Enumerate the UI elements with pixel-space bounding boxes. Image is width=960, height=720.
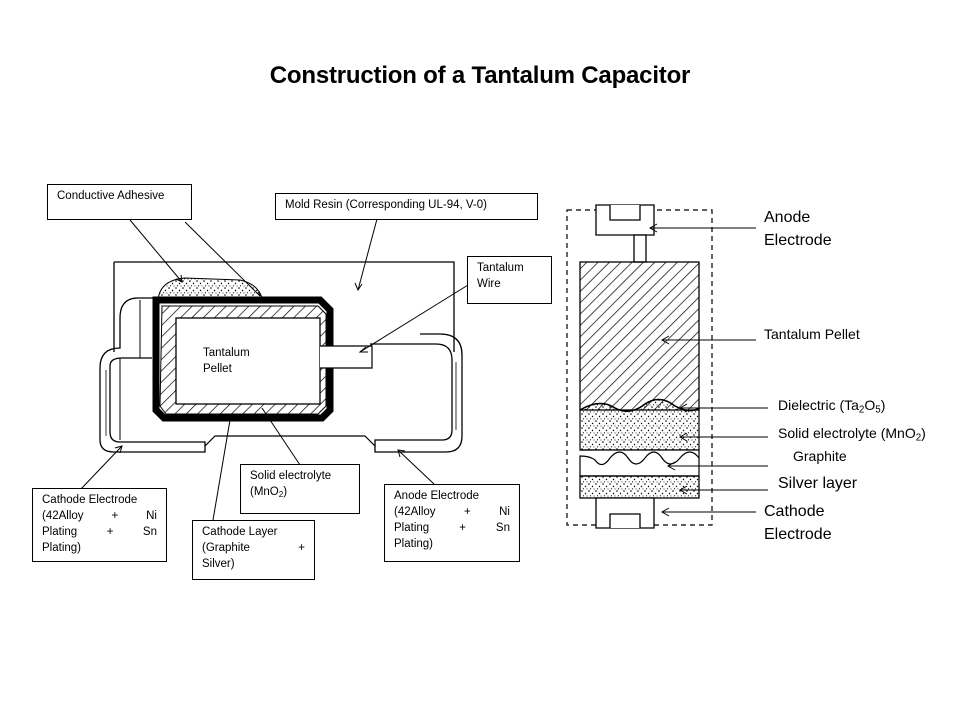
label-text: Conductive Adhesive bbox=[57, 190, 165, 202]
label-line: (42Alloy + Ni bbox=[394, 504, 510, 520]
formula-text: (MnO bbox=[250, 486, 279, 498]
graphite-layer bbox=[579, 449, 700, 477]
label-line: Silver) bbox=[202, 558, 235, 570]
label-line: Electrode bbox=[764, 232, 832, 249]
right-solid-electrolyte bbox=[579, 398, 700, 451]
silver-layer-label: Silver layer bbox=[778, 475, 858, 492]
label-line: Pellet bbox=[203, 363, 232, 375]
left-cross-section bbox=[99, 261, 463, 453]
left-leader-lines bbox=[79, 218, 469, 521]
label-word: (42Alloy bbox=[394, 506, 436, 518]
label-line: Solid electrolyte bbox=[250, 470, 332, 482]
label-line: Cathode Electrode bbox=[42, 494, 138, 506]
label-line: Electrode bbox=[764, 526, 832, 543]
label-line: Wire bbox=[477, 278, 501, 290]
label-word: Ni bbox=[499, 506, 510, 518]
subscript: 2 bbox=[278, 490, 284, 499]
right-tantalum-pellet-label: Tantalum Pellet bbox=[764, 326, 860, 342]
page-title: Construction of a Tantalum Capacitor bbox=[269, 62, 691, 89]
cathode-layer bbox=[152, 296, 334, 422]
label-line: Plating) bbox=[394, 538, 433, 550]
formula-text: ) bbox=[921, 425, 926, 441]
label-word: Ni bbox=[146, 510, 157, 522]
tantalum-wire-label: Tantalum Wire bbox=[467, 256, 552, 304]
label-line: Plating) bbox=[42, 542, 81, 554]
label-word: Sn bbox=[495, 522, 510, 534]
right-cathode-electrode-label: Cathode Electrode bbox=[764, 500, 832, 546]
plus-sign: + bbox=[459, 522, 466, 534]
formula-text: Solid electrolyte (MnO bbox=[778, 425, 916, 441]
subscript: 2 bbox=[915, 432, 922, 444]
right-anode-electrode-label: Anode Electrode bbox=[764, 206, 832, 252]
formula-text: ) bbox=[880, 397, 886, 413]
mold-resin-body bbox=[113, 261, 455, 352]
cathode-lead-frame bbox=[99, 297, 206, 453]
formula-text: O bbox=[864, 397, 876, 413]
right-leader-lines bbox=[648, 223, 768, 517]
label-line: Cathode Layer bbox=[202, 526, 278, 538]
plus-sign: + bbox=[106, 526, 114, 538]
anode-lead-frame bbox=[370, 333, 463, 453]
label-word: Plating bbox=[394, 522, 430, 534]
label-line: (MnO2) bbox=[250, 484, 350, 500]
label-text: Mold Resin (Corresponding UL-94, V-0) bbox=[285, 199, 487, 211]
silver-layer bbox=[579, 475, 700, 499]
tantalum-pellet-label: Tantalum Pellet bbox=[201, 345, 252, 377]
plus-sign: + bbox=[298, 542, 305, 554]
label-line: Cathode bbox=[764, 503, 825, 520]
conductive-adhesive bbox=[157, 277, 263, 301]
label-line: Tantalum bbox=[477, 262, 524, 274]
label-word: Plating bbox=[42, 526, 78, 538]
label-line: (Graphite + bbox=[202, 540, 305, 556]
label-word: (Graphite bbox=[202, 542, 250, 554]
label-line: (42Alloy + Ni bbox=[42, 508, 157, 524]
label-word: Sn bbox=[142, 526, 157, 538]
dielectric-label: Dielectric (Ta2O5) bbox=[778, 397, 886, 416]
graphite-label: Graphite bbox=[793, 448, 847, 464]
label-line: Tantalum bbox=[203, 347, 250, 359]
label-line: Plating + Sn bbox=[42, 524, 157, 540]
plus-sign: + bbox=[111, 510, 119, 522]
plus-sign: + bbox=[463, 506, 471, 518]
subscript: 2 bbox=[858, 404, 865, 416]
cathode-layer-label: Cathode Layer (Graphite + Silver) bbox=[192, 520, 315, 580]
label-line: Anode Electrode bbox=[394, 490, 480, 502]
mold-resin-label: Mold Resin (Corresponding UL-94, V-0) bbox=[275, 193, 538, 220]
right-cross-section bbox=[566, 204, 713, 529]
right-solid-electrolyte-label: Solid electrolyte (MnO2) bbox=[778, 425, 926, 444]
anode-electrode-label: Anode Electrode (42Alloy + Ni Plating + … bbox=[384, 484, 520, 562]
formula-text: ) bbox=[283, 486, 288, 498]
subscript: 5 bbox=[875, 404, 881, 416]
formula-text: Dielectric (Ta bbox=[778, 397, 859, 413]
label-word: (42Alloy bbox=[42, 510, 84, 522]
conductive-adhesive-label: Conductive Adhesive bbox=[47, 184, 192, 220]
label-line: Anode bbox=[764, 209, 811, 226]
tantalum-wire bbox=[320, 345, 373, 369]
solid-electrolyte-label: Solid electrolyte (MnO2) bbox=[240, 464, 360, 514]
right-tantalum-pellet bbox=[579, 261, 700, 411]
cathode-electrode-label: Cathode Electrode (42Alloy + Ni Plating … bbox=[32, 488, 167, 562]
label-line: Plating + Sn bbox=[394, 520, 510, 536]
